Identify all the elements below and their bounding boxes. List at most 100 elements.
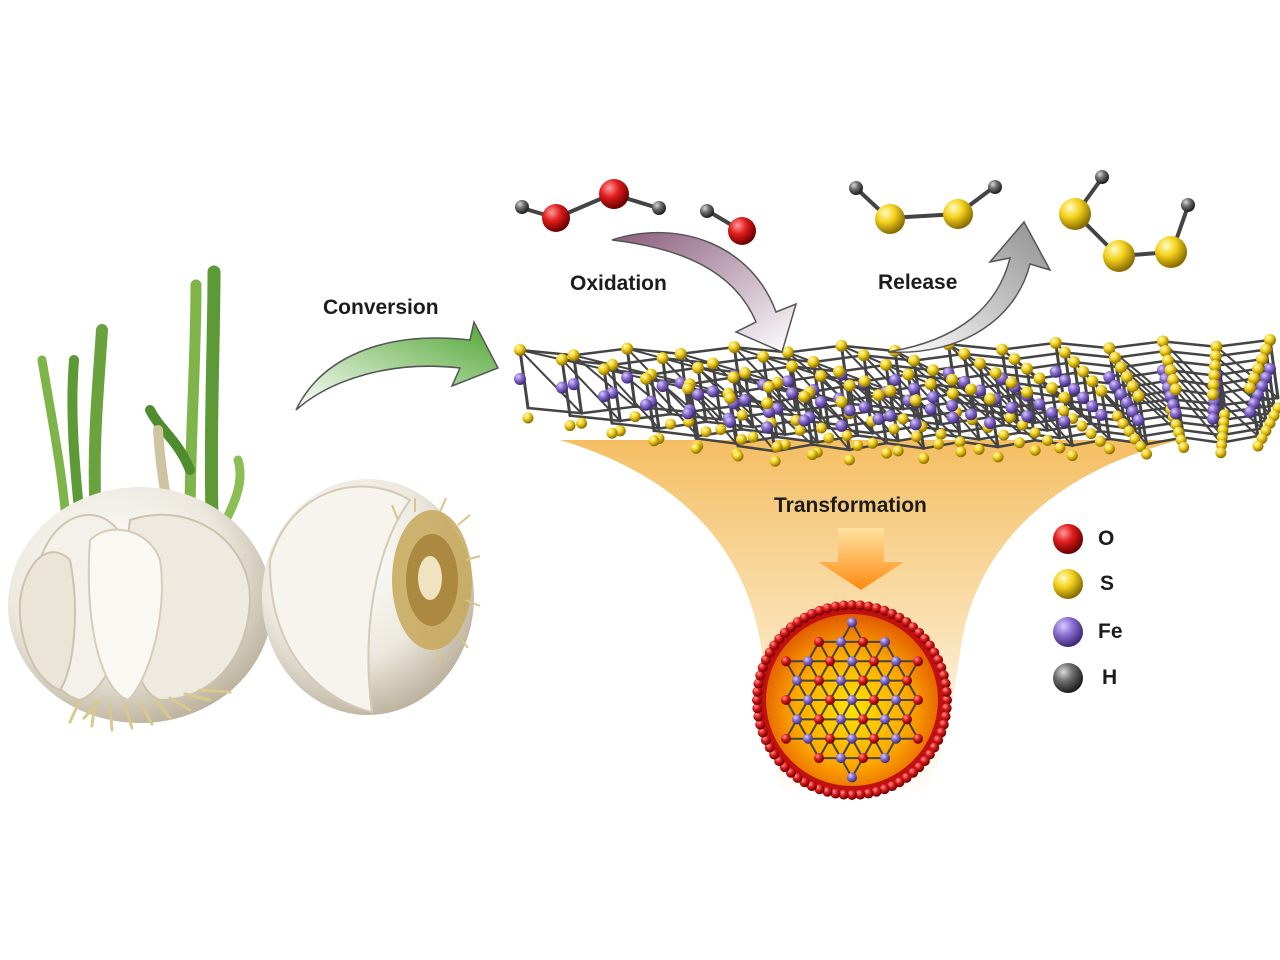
- shell-oxygen-atom: [822, 603, 833, 614]
- lattice-sulfur-atom: [910, 431, 922, 443]
- bond: [761, 355, 815, 364]
- lattice-sulfur-atom: [1209, 350, 1222, 363]
- sphere-oxygen-atom: [858, 753, 868, 764]
- lattice-sulfur-atom: [769, 455, 781, 467]
- garlic-illustration: [8, 265, 481, 732]
- lattice-sulfur-atom: [790, 414, 802, 426]
- bond: [661, 356, 715, 365]
- sphere-oxygen-atom: [825, 733, 835, 744]
- bond: [1025, 360, 1076, 371]
- lattice-sulfur-atom: [564, 420, 576, 432]
- bond: [1214, 348, 1268, 358]
- lattice-sulfur-atom: [1162, 354, 1174, 367]
- lattice-sulfur-atom: [1005, 376, 1018, 389]
- bond: [947, 343, 1004, 351]
- lattice-iron-atom: [1058, 415, 1071, 428]
- lattice-sulfur-atom: [1076, 420, 1088, 432]
- lattice-sulfur-atom: [1049, 336, 1062, 349]
- bond: [519, 349, 583, 415]
- iron-oxide-nanosphere: [752, 600, 952, 800]
- lattice-sulfur-atom: [880, 358, 892, 371]
- shell-oxygen-atom: [764, 742, 775, 753]
- lattice-sulfur-atom: [1115, 361, 1127, 374]
- shell-oxygen-atom: [941, 686, 952, 697]
- sphere-oxygen-atom: [814, 675, 824, 686]
- bond: [1038, 370, 1085, 380]
- lattice-iron-atom: [1109, 379, 1122, 392]
- lattice-sulfur-atom: [1021, 386, 1034, 399]
- bond: [1215, 338, 1272, 348]
- shell-oxygen-atom: [752, 686, 763, 697]
- bond: [1179, 428, 1223, 437]
- sphere-iron-atom: [836, 714, 846, 725]
- lattice-sulfur-atom: [621, 342, 634, 355]
- lattice-iron-atom: [1068, 383, 1080, 396]
- bond: [711, 355, 765, 365]
- lattice-sulfur-atom: [1135, 441, 1147, 453]
- lattice-sulfur-atom: [935, 428, 947, 440]
- bond: [863, 373, 910, 383]
- lattice-sulfur-atom: [1252, 362, 1264, 375]
- lattice-sulfur-atom: [992, 451, 1004, 463]
- sphere-oxygen-atom: [913, 733, 923, 744]
- bond: [914, 399, 962, 443]
- bond: [1000, 341, 1057, 351]
- shell-oxygen-atom: [847, 600, 857, 610]
- lattice-sulfur-atom: [1013, 437, 1025, 449]
- lattice-iron-atom: [640, 398, 652, 411]
- lattice-sulfur-atom: [794, 424, 806, 436]
- bond: [688, 376, 735, 386]
- shell-oxygen-atom: [863, 788, 874, 799]
- shell-oxygen-atom: [752, 695, 762, 705]
- bond: [1113, 349, 1167, 359]
- shell-oxygen-atom: [806, 781, 817, 792]
- lattice-iron-atom: [567, 378, 580, 391]
- bond: [625, 347, 682, 356]
- shell-oxygen-atom: [871, 603, 882, 614]
- shell-oxygen-atom: [940, 711, 951, 722]
- bond: [1174, 388, 1222, 444]
- lattice-sulfur-atom: [1058, 405, 1070, 417]
- lattice-sulfur-atom: [692, 361, 704, 374]
- lattice-sulfur-atom: [614, 425, 626, 437]
- bond: [1025, 391, 1066, 399]
- shell-oxygen-atom: [753, 678, 764, 689]
- lattice-iron-atom: [1033, 398, 1046, 411]
- lattice-iron-atom: [514, 373, 526, 385]
- bond: [803, 395, 851, 451]
- sphere-iron-atom: [847, 772, 857, 783]
- legend-label-iron: Fe: [1098, 620, 1123, 643]
- legend-hydrogen-ball: [1053, 663, 1083, 693]
- shell-oxygen-atom: [887, 608, 898, 619]
- bond: [1063, 351, 1117, 359]
- legend-sulfur-ball: [1053, 569, 1083, 599]
- bond: [743, 365, 794, 375]
- legend-balls: [1053, 524, 1083, 693]
- lattice-sulfur-atom: [674, 347, 687, 360]
- lattice-iron-atom: [1115, 388, 1127, 401]
- lattice-iron-atom: [1120, 396, 1133, 409]
- sphere-iron-atom: [891, 733, 901, 744]
- lattice-iron-atom: [1206, 412, 1219, 425]
- lattice-sulfur-atom: [1041, 434, 1053, 446]
- lattice-iron-atom: [1169, 407, 1182, 420]
- shell-oxygen-atom: [894, 777, 905, 788]
- lattice-iron-atom: [682, 407, 694, 420]
- bond: [856, 434, 900, 443]
- lattice-sulfur-atom: [946, 387, 959, 400]
- shell-oxygen-atom: [941, 703, 952, 714]
- bond: [736, 444, 777, 453]
- lattice-iron-atom: [739, 394, 751, 407]
- sphere-oxygen-atom: [781, 695, 791, 705]
- legend-label-hydrogen: H: [1102, 666, 1118, 689]
- lattice-sulfur-atom: [706, 357, 719, 370]
- sphere-oxygen-atom: [781, 733, 791, 744]
- sphere-oxygen-atom: [814, 753, 824, 764]
- shell-oxygen-atom: [755, 719, 766, 730]
- lattice-sulfur-atom: [648, 435, 660, 447]
- hydrogen-atom: [1181, 198, 1195, 212]
- shell-oxygen-atom: [760, 654, 771, 665]
- bond: [611, 356, 664, 367]
- lattice-sulfur-atom: [902, 368, 915, 381]
- lattice-iron-atom: [858, 401, 871, 414]
